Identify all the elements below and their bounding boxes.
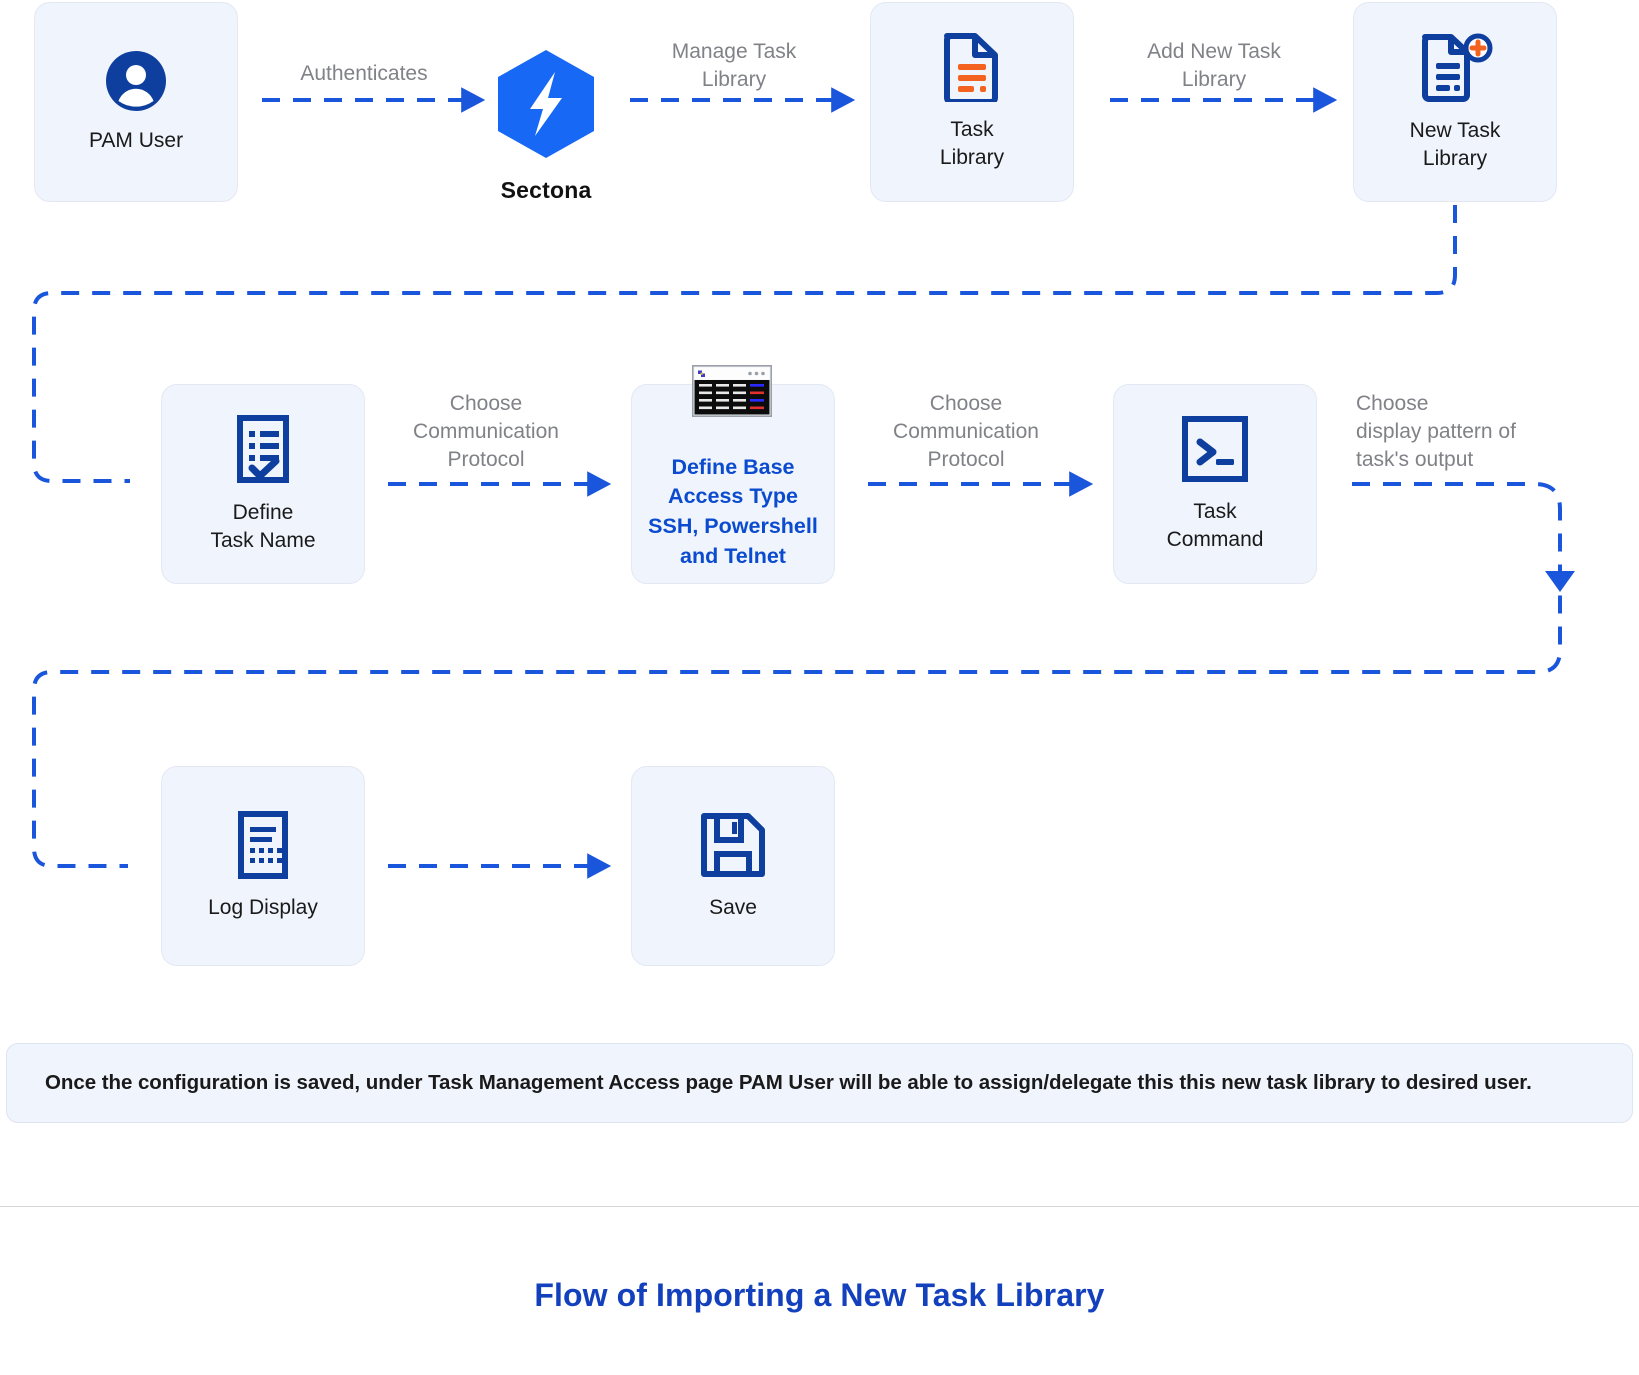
node-label: New Task Library bbox=[1409, 119, 1501, 170]
node-label: Save bbox=[709, 896, 757, 920]
footer-divider bbox=[0, 1206, 1639, 1207]
note-callout: Once the configuration is saved, under T… bbox=[6, 1043, 1633, 1123]
node-save[interactable]: Save bbox=[631, 766, 835, 966]
node-label: Define Base Access Type SSH, Powershell … bbox=[648, 454, 818, 568]
node-define-task-name[interactable]: Define Task Name bbox=[161, 384, 365, 584]
edge-label-choose-protocol-1: Choose Communication Protocol bbox=[413, 392, 559, 471]
edge-label-manage-task-library: Manage Task Library bbox=[671, 40, 797, 91]
diagram-title: Flow of Importing a New Task Library bbox=[534, 1277, 1105, 1313]
node-label: Task Library bbox=[939, 118, 1005, 169]
edge-label-choose-protocol-2: Choose Communication Protocol bbox=[893, 392, 1039, 471]
node-label: Task Command bbox=[1166, 500, 1264, 551]
node-define-base-access-type[interactable]: Define Base Access Type SSH, Powershell … bbox=[631, 384, 835, 584]
edge-label-add-new-task-library: Add New Task Library bbox=[1147, 40, 1281, 91]
node-pam-user[interactable]: PAM User bbox=[34, 2, 238, 202]
edge-label-choose-display-pattern: Choose display pattern of task's output bbox=[1356, 392, 1516, 471]
note-text: Once the configuration is saved, under T… bbox=[45, 1070, 1532, 1094]
node-label: Sectona bbox=[500, 177, 592, 203]
node-sectona[interactable]: Sectona bbox=[492, 48, 600, 204]
sectona-logo-icon bbox=[494, 48, 598, 165]
node-label: Log Display bbox=[208, 896, 318, 920]
floppy-disk-icon bbox=[698, 810, 768, 880]
node-new-task-library[interactable]: New Task Library bbox=[1353, 2, 1557, 202]
node-task-command[interactable]: Task Command bbox=[1113, 384, 1317, 584]
terminal-window-icon bbox=[692, 365, 773, 418]
edge-label-authenticates: Authenticates bbox=[300, 62, 428, 85]
log-document-icon bbox=[232, 810, 294, 880]
node-task-library[interactable]: Task Library bbox=[870, 2, 1074, 202]
node-log-display[interactable]: Log Display bbox=[161, 766, 365, 966]
command-prompt-icon bbox=[1180, 414, 1250, 484]
edge-wrap-row2-arrowhead bbox=[1545, 571, 1575, 592]
document-list-icon bbox=[941, 32, 1003, 103]
checklist-icon bbox=[232, 413, 294, 485]
user-avatar-icon bbox=[104, 49, 168, 113]
node-label: Define Task Name bbox=[210, 501, 316, 552]
node-label: PAM User bbox=[88, 129, 184, 153]
document-add-icon bbox=[1417, 31, 1493, 103]
